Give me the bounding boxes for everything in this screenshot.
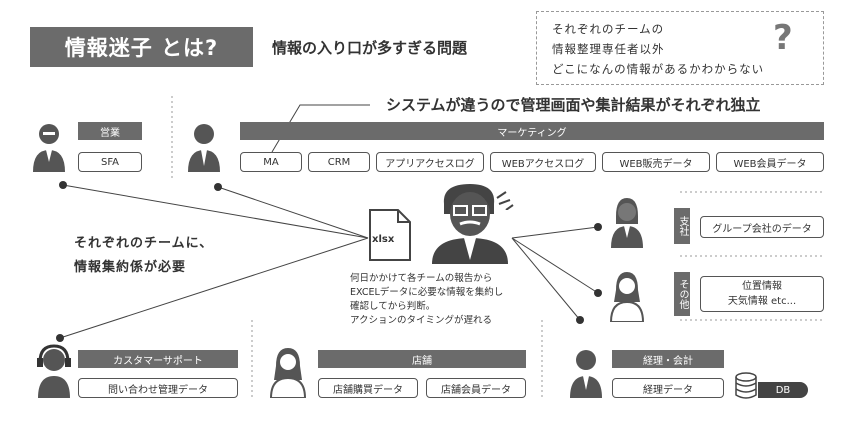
- question-mark-icon: ?: [773, 18, 793, 58]
- dot-accounting: [576, 316, 584, 324]
- woman-icon: [609, 272, 645, 322]
- businesswoman-icon: [611, 198, 643, 248]
- database-icon: [735, 372, 757, 399]
- line-to-branch: [511, 226, 599, 239]
- dot-support: [56, 334, 64, 342]
- marketing-web-log-tag: WEBアクセスログ: [490, 152, 596, 172]
- question-line-3: どこになんの情報があるかわからない: [552, 62, 765, 76]
- other-weather-text: 天気情報 etc...: [727, 296, 797, 307]
- question-box: [536, 11, 824, 85]
- dot-other: [594, 289, 602, 297]
- other-header: その他: [674, 272, 690, 316]
- question-line-2: 情報整理専任者以外: [552, 42, 665, 56]
- line-to-marketing: [217, 186, 369, 239]
- left-note-line-1: それぞれのチームに、: [74, 236, 214, 251]
- businessman-icon: [188, 124, 220, 172]
- sales-sfa-tag: SFA: [78, 152, 142, 172]
- sweat-drop-icon: [496, 191, 514, 210]
- troubled-manager-icon: [432, 184, 508, 264]
- accounting-header: 経理・会計: [612, 350, 724, 368]
- dot-sales: [59, 181, 67, 189]
- support-operator-icon: [37, 344, 71, 398]
- marketing-header: マーケティング: [240, 122, 824, 140]
- dot-branch: [594, 223, 602, 231]
- page-subtitle: 情報の入り口が多すぎる問題: [272, 39, 468, 57]
- marketing-web-sales-tag: WEB販売データ: [602, 152, 710, 172]
- dot-marketing: [214, 183, 222, 191]
- accounting-data-tag: 経理データ: [612, 378, 724, 398]
- line-to-sales: [62, 184, 369, 239]
- center-note-line-1: 何日かかけて各チームの報告から: [350, 273, 493, 284]
- center-note-line-4: アクションのタイミングが遅れる: [350, 315, 493, 326]
- branch-header: 支社: [674, 208, 690, 244]
- support-header: カスタマーサポート: [78, 350, 238, 368]
- line-to-other: [511, 237, 599, 294]
- other-data-tag: 位置情報 天気情報 etc...: [700, 276, 824, 312]
- support-inquiry-tag: 問い合わせ管理データ: [78, 378, 238, 398]
- sales-header: 営業: [78, 122, 142, 140]
- store-member-tag: 店舗会員データ: [426, 378, 526, 398]
- center-note-line-3: 確認してから判断。: [350, 301, 436, 312]
- marketing-app-log-tag: アプリアクセスログ: [376, 152, 484, 172]
- system-callout: システムが違うので管理画面や集計結果がそれぞれ独立: [386, 96, 761, 114]
- excel-file-icon: [369, 209, 411, 261]
- center-note-line-2: EXCELデータに必要な情報を集約し: [350, 287, 504, 298]
- store-staff-icon: [269, 348, 307, 398]
- branch-header-text: 支社: [677, 216, 688, 236]
- store-header: 店舗: [318, 350, 526, 368]
- other-header-text: その他: [677, 279, 688, 309]
- question-line-1: それぞれのチームの: [552, 22, 665, 36]
- line-to-accounting: [511, 237, 581, 321]
- store-purchase-tag: 店舗購買データ: [318, 378, 418, 398]
- line-to-support: [59, 237, 369, 339]
- businesswoman-icon: [33, 124, 65, 172]
- left-note-line-2: 情報集約係が必要: [74, 260, 187, 275]
- marketing-ma-tag: MA: [240, 152, 302, 172]
- marketing-crm-tag: CRM: [308, 152, 370, 172]
- marketing-web-member-tag: WEB会員データ: [716, 152, 824, 172]
- page-title: 情報迷子 とは?: [30, 27, 253, 67]
- file-label: xlsx: [372, 234, 395, 245]
- other-location-text: 位置情報: [742, 281, 782, 292]
- db-label: DB: [758, 382, 808, 398]
- accountant-icon: [570, 350, 602, 398]
- branch-group-data-tag: グループ会社のデータ: [700, 216, 824, 238]
